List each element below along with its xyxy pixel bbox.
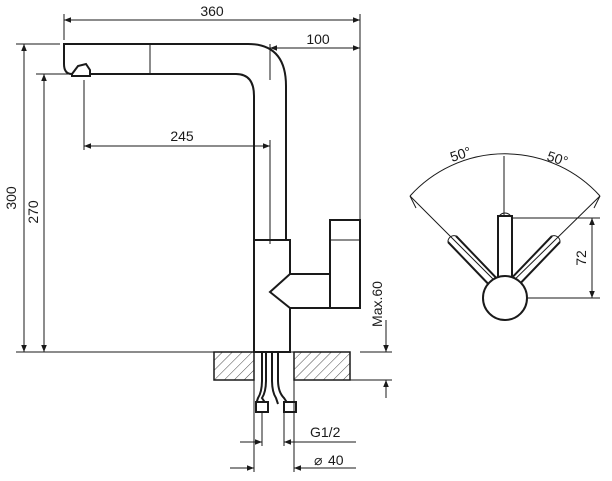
- faucet-base-circle: [482, 275, 528, 321]
- hose-fitting-right: [283, 401, 297, 413]
- dim-label-72: 72: [573, 250, 589, 266]
- dim-label-245: 245: [170, 128, 194, 144]
- dim-label-100: 100: [306, 31, 330, 47]
- dim-label-max60: Max.60: [369, 281, 385, 327]
- angle-label-right: 50°: [545, 148, 570, 170]
- dim-label-300: 300: [3, 186, 19, 210]
- faucet-side-view: [63, 43, 361, 413]
- spout-outlet: [71, 62, 91, 77]
- angle-label-left: 50°: [448, 143, 473, 165]
- dim-label-g12: G1/2: [310, 424, 341, 440]
- dim-label-360: 360: [200, 3, 224, 19]
- dimensions-group: 360 100 245 300 270 Max.60 G1/2: [3, 3, 392, 472]
- supply-hoses: [255, 352, 297, 413]
- faucet-front-view: 50° 50° 72: [409, 143, 601, 321]
- hose-fitting-left: [255, 401, 269, 413]
- lever-handle: [329, 219, 361, 309]
- dim-label-d40: 40: [328, 452, 344, 468]
- diameter-symbol: ⌀: [314, 452, 322, 468]
- angle-arc: [409, 153, 601, 197]
- countertop-section: [213, 351, 351, 381]
- dim-label-270: 270: [25, 200, 41, 224]
